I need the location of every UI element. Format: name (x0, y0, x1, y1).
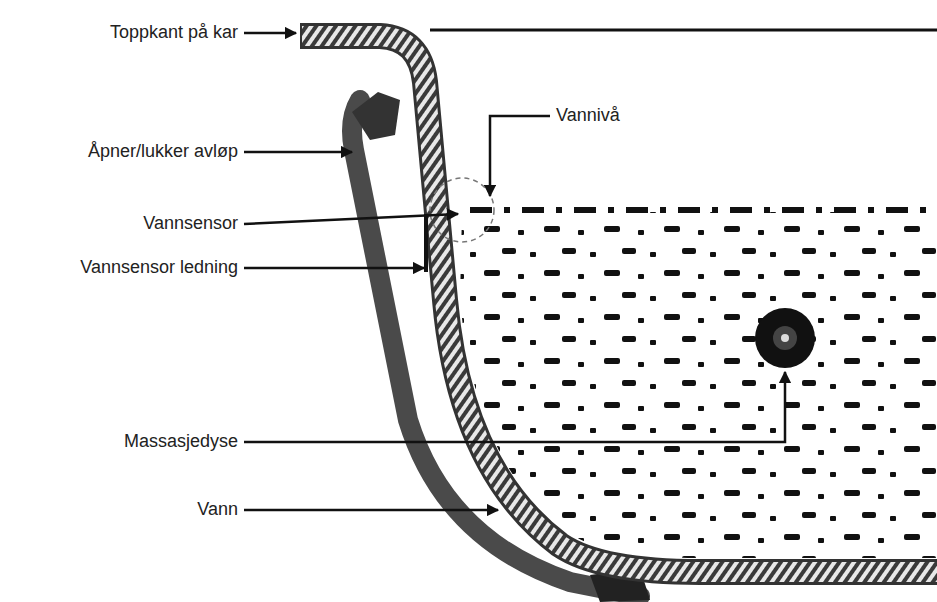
sensor-wire (424, 214, 428, 272)
massage-nozzle (755, 308, 815, 368)
drain-handle (352, 92, 400, 140)
leader-line (244, 214, 458, 224)
part-label: Vannsensor ledning (80, 258, 238, 278)
massage-nozzle-ring (773, 326, 797, 350)
part-label: Vannivå (556, 106, 620, 126)
leader-line (244, 151, 352, 154)
leader-line (490, 116, 550, 196)
leader-line (244, 32, 296, 35)
part-label: Toppkant på kar (110, 23, 238, 43)
overflow-pipe (352, 100, 640, 596)
part-label: Åpner/lukker avløp (88, 142, 238, 162)
leader-line (244, 267, 424, 270)
tub-wall (302, 36, 937, 572)
leader-line (244, 509, 498, 512)
leader-lines (244, 33, 785, 510)
leader-line (244, 372, 785, 442)
tub-wall-outline (300, 36, 937, 572)
part-label: Vann (197, 500, 238, 520)
sensor-detail-circle (430, 178, 494, 242)
water-surface (470, 207, 937, 213)
part-label: Massasjedyse (124, 432, 238, 452)
massage-nozzle-center (781, 334, 789, 342)
tub-rim-line (430, 29, 937, 32)
part-label: Vannsensor (143, 214, 238, 234)
